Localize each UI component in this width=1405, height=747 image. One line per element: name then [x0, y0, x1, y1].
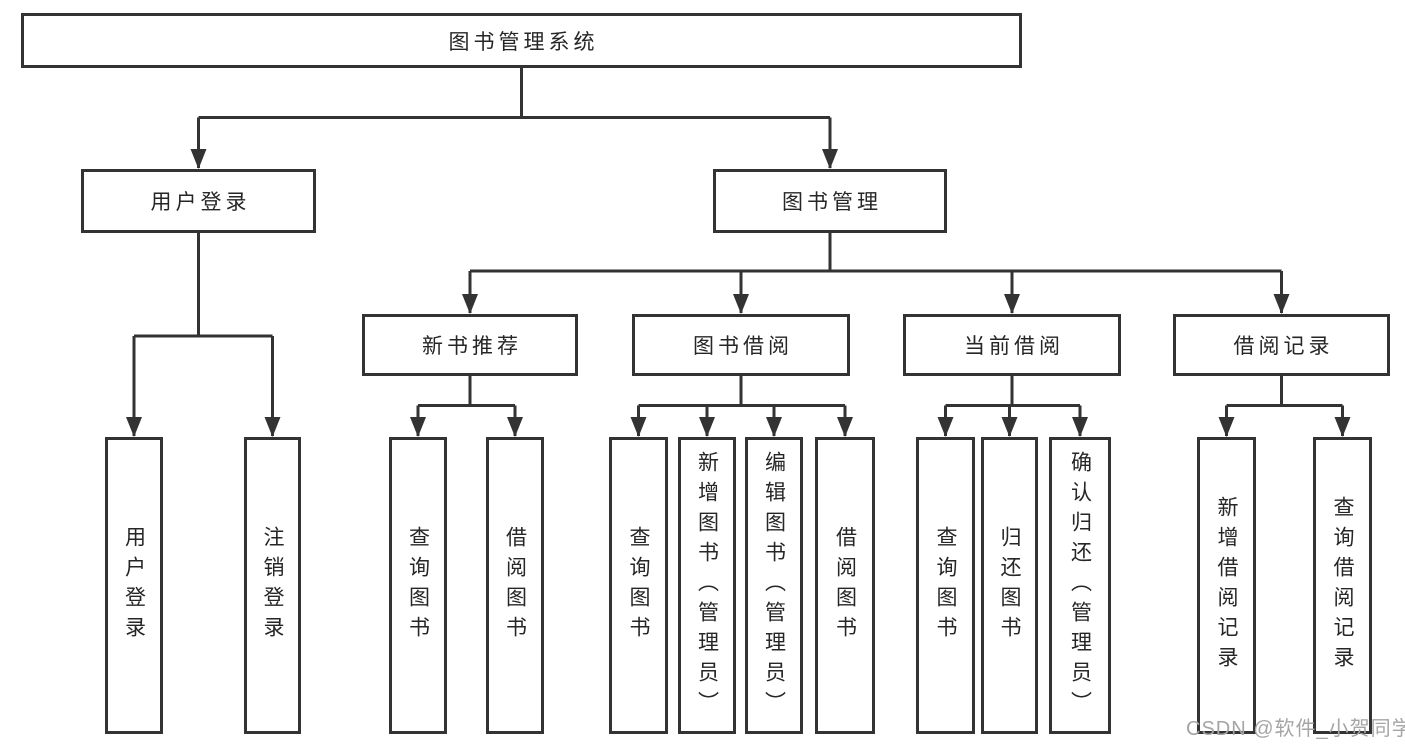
leaf-query-books-recommend: 查询图书: [389, 437, 447, 734]
leaf-add-borrowing-record: 新增借阅记录: [1197, 437, 1256, 734]
node-current-borrowing: 当前借阅: [903, 314, 1121, 376]
leaf-query-books-borrowing: 查询图书: [609, 437, 668, 734]
edge-root-to-level2: [190, 68, 838, 169]
node-label: 图书管理系统: [448, 30, 599, 54]
node-label: 借阅图书: [503, 525, 527, 646]
edge-new-book-rec-children: [410, 376, 523, 437]
leaf-add-books-admin: 新增图书（管理员）: [678, 437, 736, 734]
node-label: 新增图书（管理员）: [695, 450, 719, 721]
node-label: 查询图书: [406, 525, 430, 646]
edge-book-borrowing-children: [630, 376, 853, 437]
node-new-book-recommendation: 新书推荐: [362, 314, 578, 376]
leaf-query-borrowing-record: 查询借阅记录: [1313, 437, 1372, 734]
leaf-borrow-books-recommend: 借阅图书: [486, 437, 544, 734]
node-user-login: 用户登录: [81, 169, 316, 233]
node-label: 新增借阅记录: [1215, 495, 1238, 676]
node-label: 编辑图书（管理员）: [762, 450, 786, 721]
leaf-logout: 注销登录: [244, 437, 301, 734]
edge-current-borrowing-children: [937, 376, 1088, 437]
node-label: 查询图书: [934, 525, 957, 646]
leaf-edit-books-admin: 编辑图书（管理员）: [745, 437, 803, 734]
leaf-confirm-return-admin: 确认归还（管理员）: [1049, 437, 1111, 734]
csdn-watermark: CSDN @软件_小贺同学: [1186, 718, 1405, 740]
node-book-management: 图书管理: [713, 169, 947, 233]
leaf-borrow-books: 借阅图书: [815, 437, 875, 734]
edge-book-mgmt-children: [462, 233, 1290, 314]
node-book-management-system: 图书管理系统: [21, 13, 1022, 68]
leaf-return-books: 归还图书: [981, 437, 1038, 734]
node-label: 借阅记录: [1233, 335, 1334, 358]
node-label: 图书管理: [782, 191, 882, 214]
node-label: 图书借阅: [693, 335, 793, 358]
leaf-user-login: 用户登录: [105, 437, 163, 734]
leaf-query-books-current: 查询图书: [916, 437, 975, 734]
edge-borrowing-records-children: [1218, 376, 1351, 437]
node-label: 查询借阅记录: [1331, 495, 1354, 676]
node-label: 归还图书: [998, 525, 1021, 646]
node-label: 注销登录: [261, 525, 284, 646]
edge-user-login-children: [126, 233, 281, 437]
node-label: 用户登录: [150, 191, 251, 214]
node-label: 确认归还（管理员）: [1068, 450, 1092, 721]
node-book-borrowing: 图书借阅: [632, 314, 850, 376]
node-label: 新书推荐: [422, 335, 522, 358]
node-label: 查询图书: [627, 525, 650, 646]
node-label: 当前借阅: [964, 335, 1064, 358]
node-label: 借阅图书: [833, 525, 857, 646]
node-borrowing-records: 借阅记录: [1173, 314, 1390, 376]
node-label: 用户登录: [122, 525, 146, 646]
